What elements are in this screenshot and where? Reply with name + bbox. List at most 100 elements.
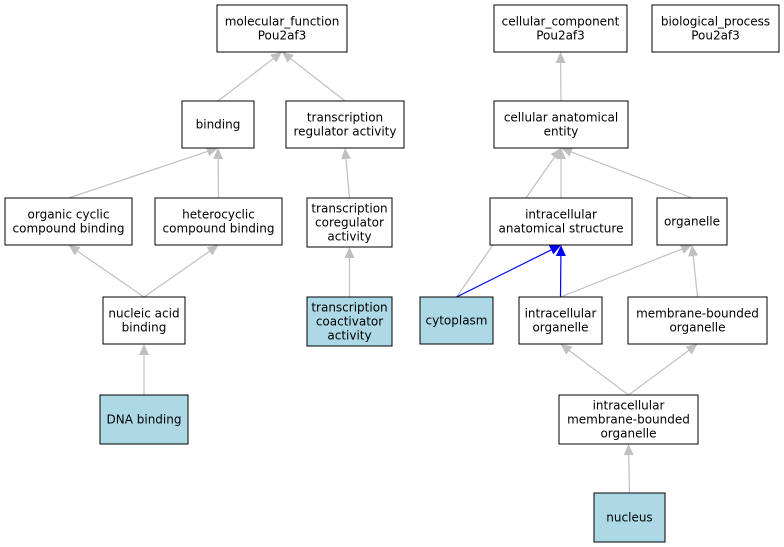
edge-imbo-to-io [560, 344, 629, 396]
node-label-line: anatomical structure [499, 222, 624, 236]
arrowhead [685, 344, 698, 355]
arrowhead [68, 245, 81, 256]
node-label-line: entity [544, 125, 579, 139]
node-label-line: organelle [532, 321, 588, 335]
node-organelle[interactable]: organelle [656, 197, 728, 246]
arrowhead [205, 146, 218, 157]
node-box [306, 197, 393, 248]
node-label-line: coactivator [316, 315, 383, 329]
node-label-line: binding [122, 321, 167, 335]
nodes-layer: molecular_functionPou2af3cellular_compon… [4, 4, 780, 543]
edge-line [456, 249, 552, 298]
arrowhead [548, 245, 561, 255]
edge-io-to-ias [555, 245, 566, 298]
arrowhead [341, 148, 351, 160]
node-label-line: compound binding [13, 222, 125, 236]
arrowhead [213, 148, 224, 160]
arrowhead [688, 245, 699, 257]
node-label-line: nucleic acid [108, 307, 179, 321]
node-cytoplasm[interactable]: cytoplasm [419, 296, 494, 345]
node-binding[interactable]: binding [181, 100, 255, 149]
edge-cae-to-cc [555, 52, 566, 102]
edge-binding-to-mf [217, 52, 282, 102]
edge-line [77, 250, 145, 298]
node-label-line: organic cyclic [28, 208, 110, 222]
edge-tra-to-mf [282, 52, 346, 102]
edge-ocb-to-binding [68, 146, 218, 199]
node-box [181, 100, 255, 149]
node-box [306, 296, 393, 347]
arrowhead [555, 52, 566, 64]
edge-imbo-to-mbo [628, 344, 698, 396]
arrowhead [282, 52, 294, 63]
node-box [216, 4, 348, 53]
edges-layer [68, 52, 699, 494]
node-box [154, 197, 283, 246]
node-box [593, 492, 666, 543]
node-box [627, 296, 768, 345]
node-box [558, 394, 699, 445]
node-box [489, 197, 633, 246]
edge-hcb-to-binding [213, 148, 224, 199]
node-label-line: membrane-bounded [567, 413, 690, 427]
arrowhead [679, 244, 692, 254]
node-box [651, 4, 780, 53]
node-label-line: intracellular [525, 208, 597, 222]
node-label-line: regulator activity [294, 125, 397, 139]
edge-tcra-to-tra [341, 148, 351, 199]
node-label-line: Pou2af3 [258, 29, 307, 43]
arrowhead [344, 247, 355, 258]
node-label-line: transcription [307, 111, 383, 125]
node-box [285, 100, 405, 149]
edge-tcaa-to-tcra [344, 247, 355, 297]
edge-line [692, 255, 699, 298]
edge-line [628, 454, 631, 494]
node-label-line: activity [327, 230, 371, 244]
node-label-line: intracellular [593, 399, 665, 413]
node-box [656, 197, 728, 246]
node-label-line: binding [196, 118, 241, 132]
arrowhead [561, 147, 574, 157]
node-box [99, 394, 189, 445]
edge-cytoplasm-to-ias [456, 245, 561, 298]
node-box [4, 197, 133, 246]
node-box [493, 4, 628, 53]
edge-line [143, 250, 210, 298]
edge-nab-to-hcb [143, 245, 219, 298]
node-dna[interactable]: DNA binding [99, 394, 189, 445]
edge-nab-to-ocb [68, 245, 145, 298]
node-label-line: Pou2af3 [691, 29, 740, 43]
node-label-line: DNA binding [107, 413, 182, 427]
node-label-line: nucleus [606, 511, 652, 525]
arrowhead [623, 444, 634, 456]
node-label-line: transcription [311, 202, 387, 216]
node-label-line: cytoplasm [426, 314, 488, 328]
node-label-line: cellular anatomical [504, 111, 618, 125]
node-label-line: Pou2af3 [536, 29, 585, 43]
node-nucleus[interactable]: nucleus [593, 492, 666, 543]
arrowhead [550, 148, 561, 160]
node-label-line: heterocyclic [182, 208, 255, 222]
node-label-line: organelle [600, 427, 656, 441]
edge-line [571, 151, 693, 199]
arrowhead [139, 344, 149, 355]
edge-line [345, 158, 351, 199]
arrowhead [206, 245, 219, 256]
node-label-line: biological_process [661, 15, 770, 29]
node-label-line: molecular_function [225, 15, 340, 29]
